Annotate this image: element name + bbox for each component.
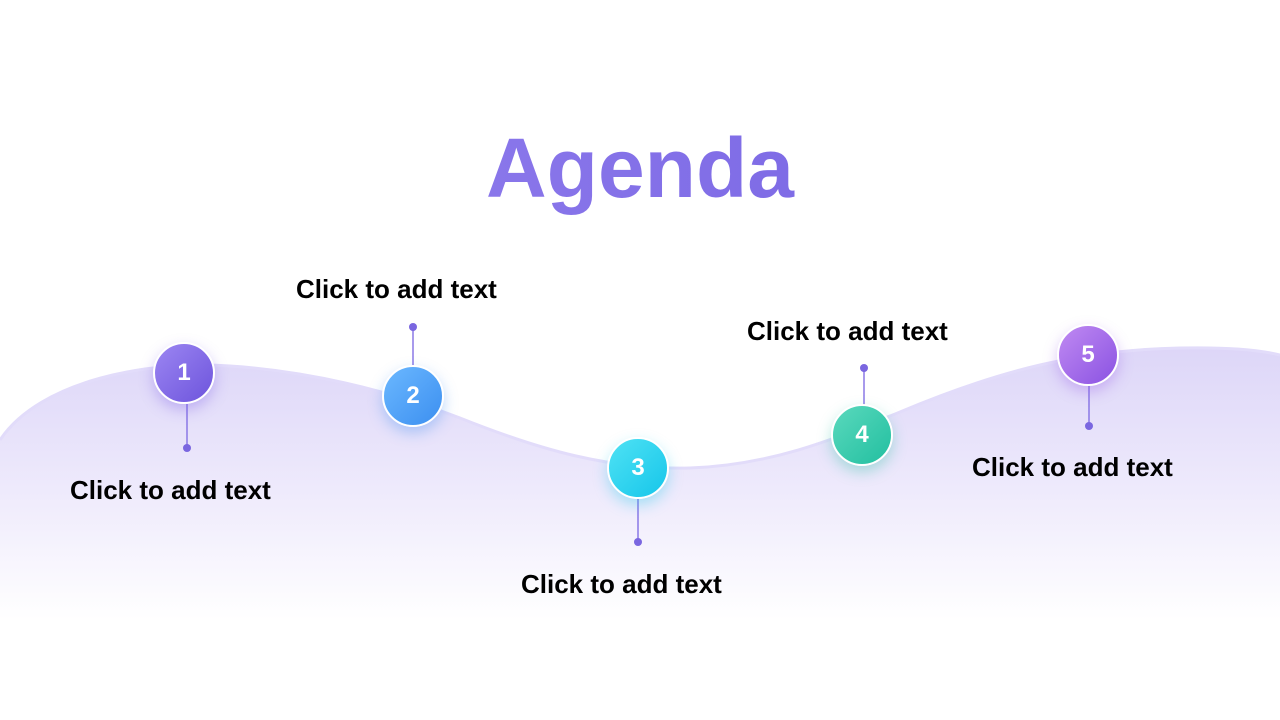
connector-dot-4 [860, 364, 868, 372]
connector-dot-2 [409, 323, 417, 331]
agenda-node-1: 1 [153, 342, 215, 404]
connector-dot-3 [634, 538, 642, 546]
agenda-node-5: 5 [1057, 324, 1119, 386]
agenda-text-1[interactable]: Click to add text [70, 475, 271, 505]
agenda-node-2: 2 [382, 365, 444, 427]
agenda-text-4[interactable]: Click to add text [747, 316, 948, 346]
agenda-text-5[interactable]: Click to add text [972, 452, 1173, 482]
slide-title[interactable]: Agenda [0, 118, 1280, 218]
agenda-node-4: 4 [831, 404, 893, 466]
agenda-node-3: 3 [607, 437, 669, 499]
agenda-text-3[interactable]: Click to add text [521, 569, 722, 599]
connector-dot-1 [183, 444, 191, 452]
connector-dot-5 [1085, 422, 1093, 430]
agenda-text-2[interactable]: Click to add text [296, 274, 497, 304]
